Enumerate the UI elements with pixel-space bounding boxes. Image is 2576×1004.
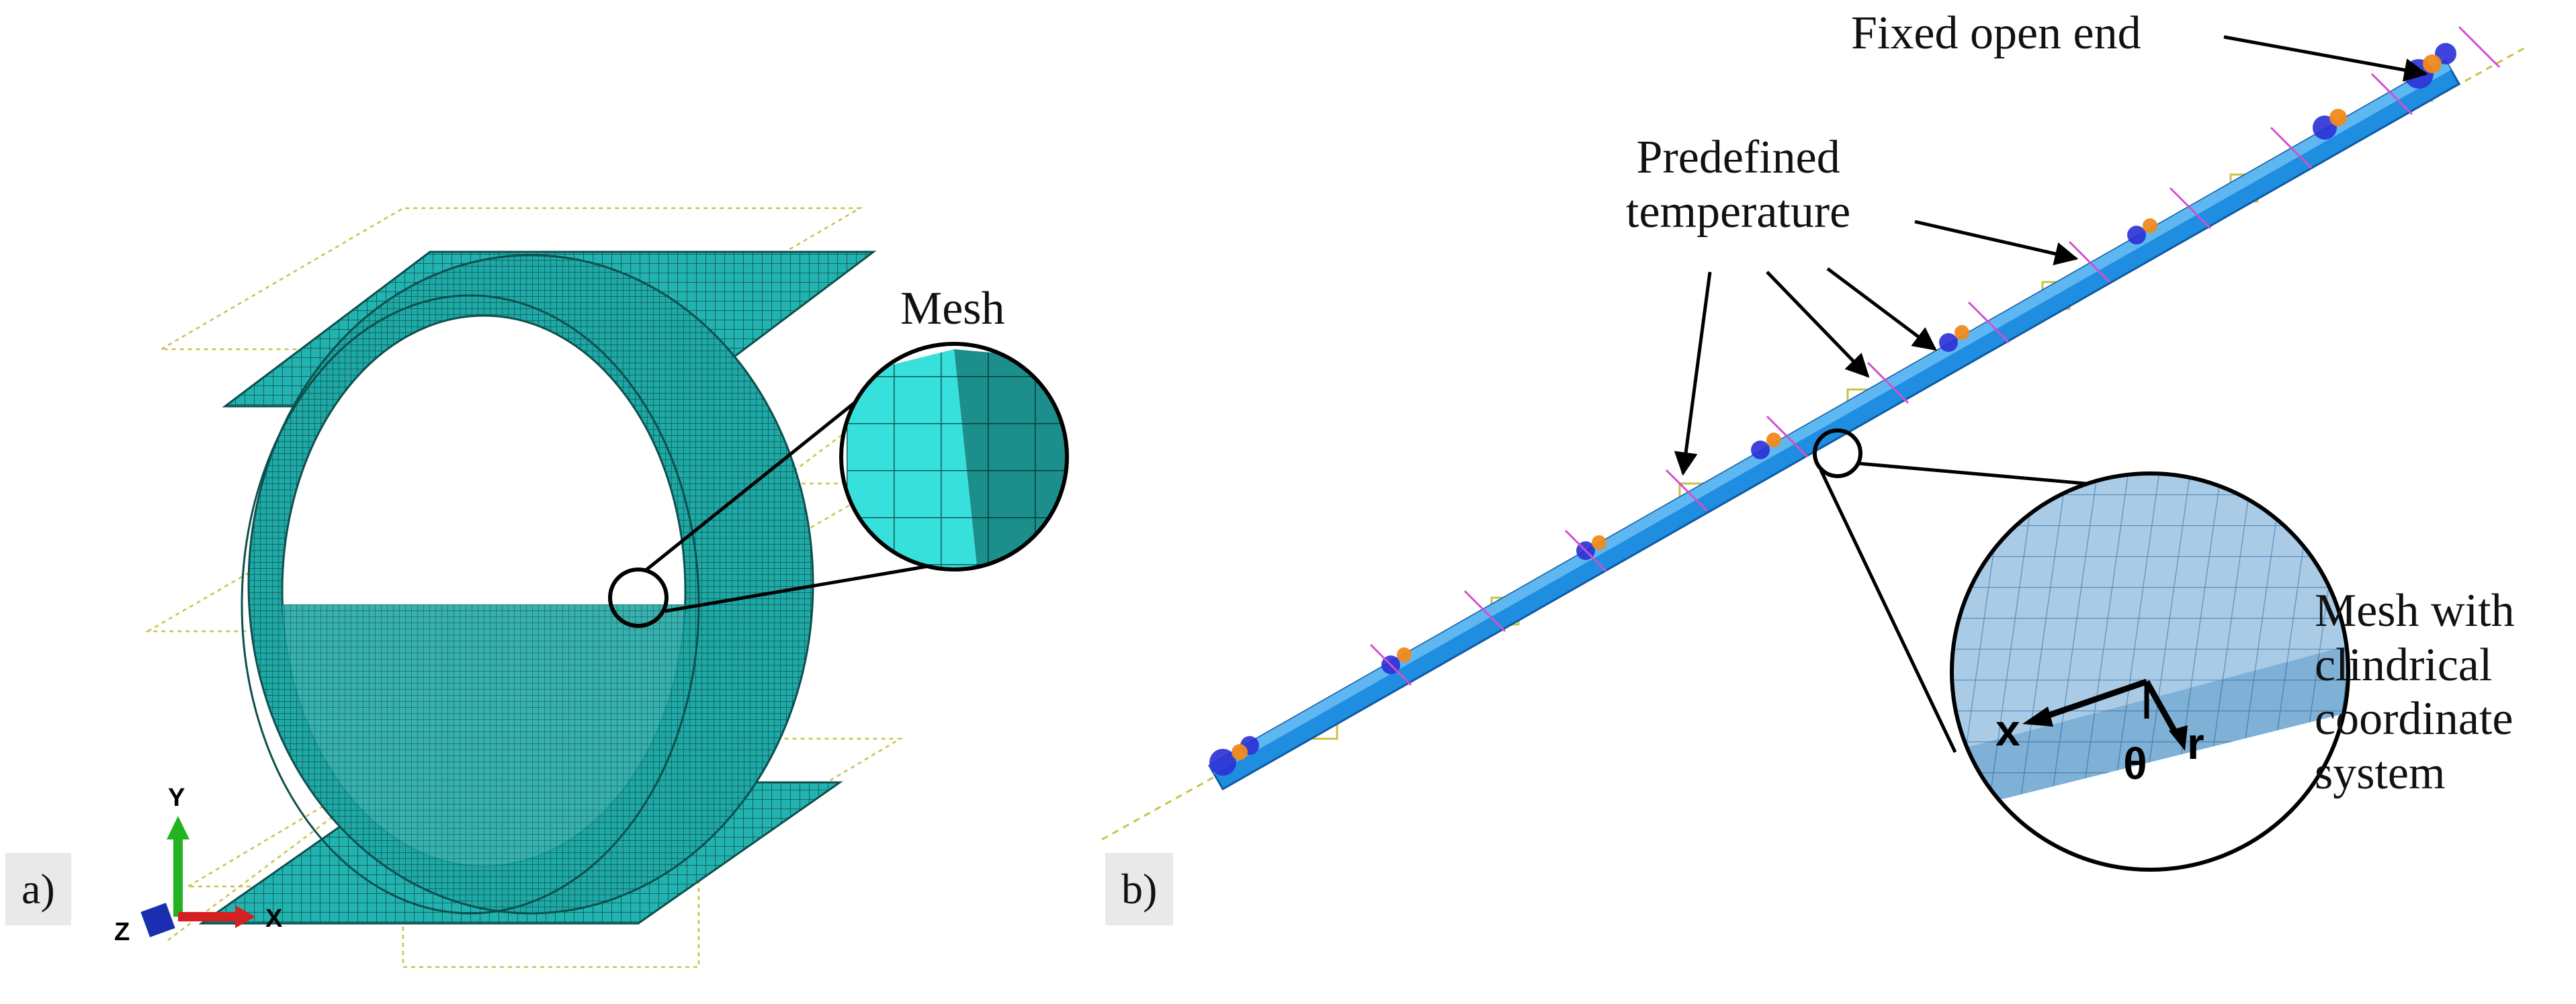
cylindrical-mesh-zoom [1952, 473, 2348, 870]
mesh-detail-marker [608, 567, 669, 628]
mesh-label-line-1: Mesh with [2315, 585, 2515, 637]
mesh-with-cylindrical-label: Mesh with clindrical coordinate system [2315, 584, 2515, 801]
mesh-detail-marker-b [1813, 428, 1862, 478]
mesh-label-line-3: coordinate [2315, 693, 2514, 745]
fixed-open-end-label: Fixed open end [1851, 7, 2141, 59]
panel-a-model: Y X Z [114, 207, 1069, 968]
panel-b-tag: b) [1105, 853, 1174, 925]
triad-label-z: Z [114, 918, 130, 946]
predefined-line-2: temperature [1626, 185, 1851, 238]
triad-label-x: X [265, 905, 283, 933]
cylindrical-axes: x θ r [1995, 678, 2204, 788]
triad-label-y: Y [168, 784, 185, 812]
mesh-label-line-4: system [2315, 747, 2446, 799]
mesh-label-line-2: clindrical [2315, 639, 2493, 691]
axis-label-r: r [2187, 719, 2204, 768]
axis-label-theta: θ [2123, 739, 2147, 788]
panel-a-tag: a) [5, 853, 71, 925]
zoom-link-bottom [664, 562, 941, 613]
callout-arrows [1674, 35, 2428, 476]
axis-label-x: x [1995, 705, 2020, 755]
predefined-line-1: Predefined [1636, 132, 1840, 183]
cylinder-shell [241, 254, 814, 915]
zoom-link-b-left [1819, 469, 1957, 754]
panel-b-model: x θ r [1101, 26, 2527, 872]
axis-triad: Y X Z [114, 784, 283, 946]
panel-a-mesh-label: Mesh [900, 283, 1005, 334]
predefined-temperature-label: Predefined temperature [1626, 131, 1850, 239]
